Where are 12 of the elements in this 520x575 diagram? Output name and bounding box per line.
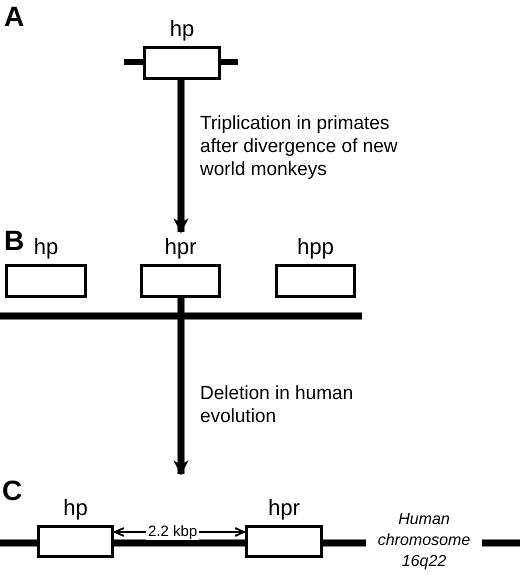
gene-label: hp xyxy=(63,495,88,521)
arrow xyxy=(173,80,189,234)
arrow xyxy=(173,298,189,476)
panel-letter: B xyxy=(4,226,24,256)
gene-label: hpr xyxy=(268,495,300,521)
gene-label: hpp xyxy=(297,234,334,260)
gene-label: hpr xyxy=(164,234,196,260)
panel-letter: C xyxy=(2,476,22,506)
gene-label: hp xyxy=(34,234,58,260)
gene-label: hp xyxy=(170,16,194,42)
edge-label: 2.2 kbp xyxy=(146,524,200,540)
panel-letter: A xyxy=(4,2,24,32)
